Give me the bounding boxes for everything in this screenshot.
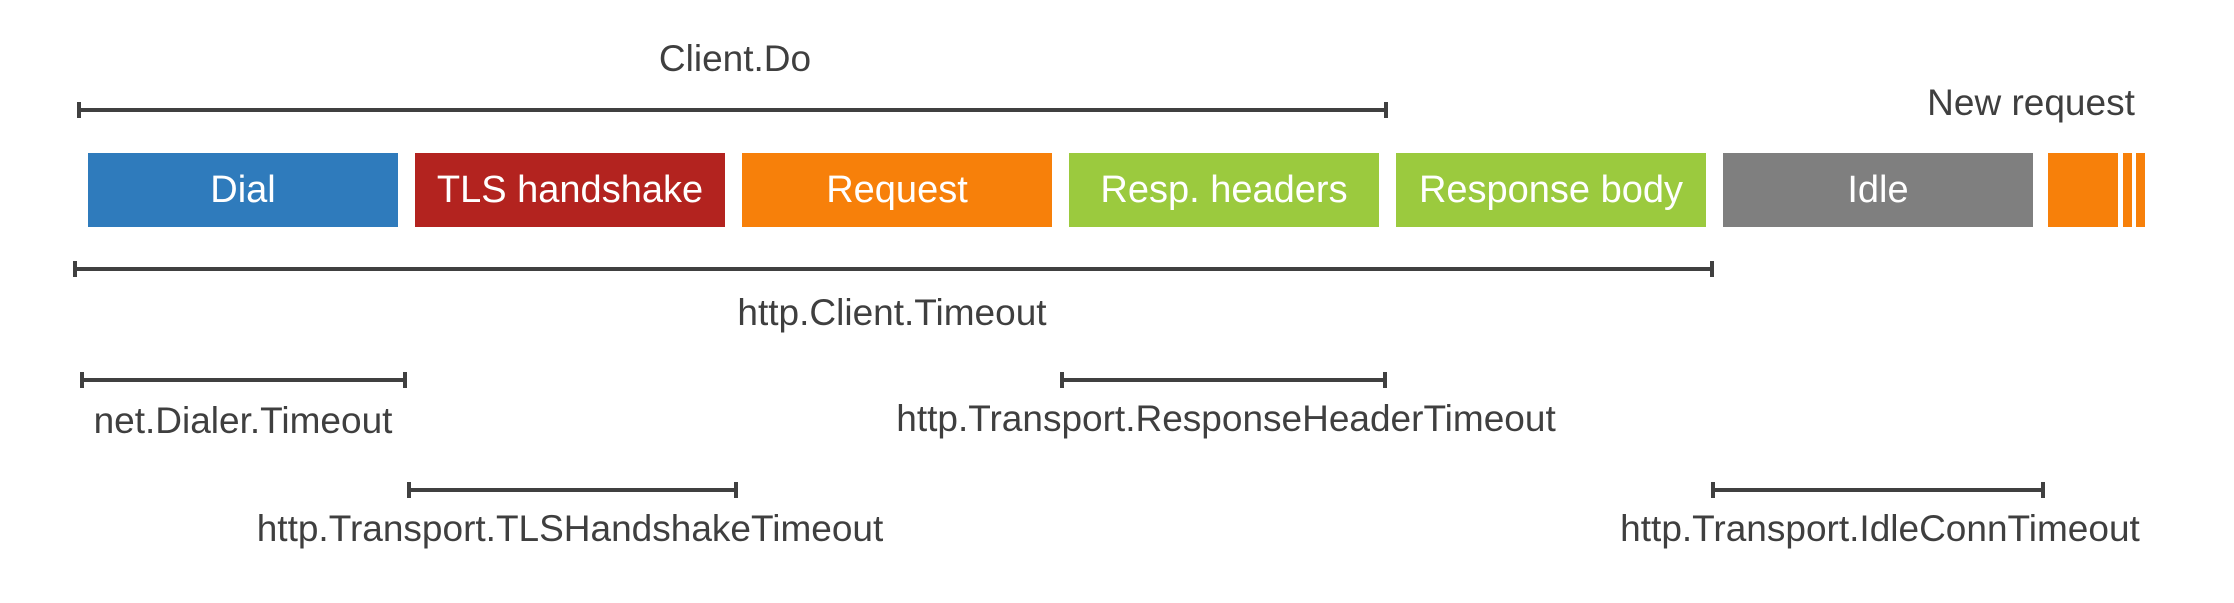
http-client-timeout-bracket [73,261,1714,277]
tls-handshake-timeout-bracket [407,482,738,498]
phase-bar-response-headers: Resp. headers [1069,153,1379,227]
idle-conn-timeout-label: http.Transport.IdleConnTimeout [1620,508,2140,549]
phase-bar-tls-handshake: TLS handshake [415,153,725,227]
new-request-bar [2048,153,2118,227]
http-client-timeout-label: http.Client.Timeout [737,292,1047,333]
client-do-label: Client.Do [658,38,812,79]
phase-bar-request: Request [742,153,1052,227]
phase-bar-dial: Dial [88,153,398,227]
net-dialer-timeout-label: net.Dialer.Timeout [93,400,393,441]
new-request-label: New request [1927,82,2135,123]
net-dialer-timeout-bracket [80,372,407,388]
response-header-timeout-label: http.Transport.ResponseHeaderTimeout [896,398,1556,439]
tls-handshake-timeout-label: http.Transport.TLSHandshakeTimeout [256,508,884,549]
new-request-stripe [2123,153,2132,227]
phase-bar-response-body: Response body [1396,153,1706,227]
new-request-stripe [2136,153,2145,227]
response-header-timeout-bracket [1060,372,1387,388]
client-do-bracket [77,102,1388,118]
idle-conn-timeout-bracket [1711,482,2045,498]
phase-bar-idle: Idle [1723,153,2033,227]
